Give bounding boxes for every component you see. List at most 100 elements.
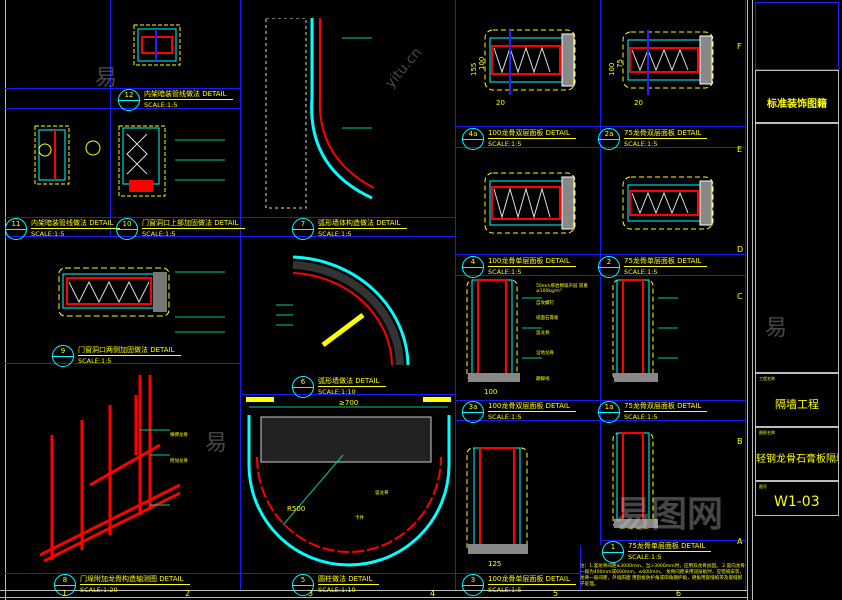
title-block-category: 标准装饰图籍 — [755, 70, 839, 123]
frame-bottom2 — [0, 597, 747, 598]
label-keel: 卡件 — [355, 516, 364, 521]
frame-right — [747, 0, 748, 600]
dim-radius: R500 — [287, 505, 305, 513]
grid-h — [455, 573, 580, 574]
label-round-stud: 竖龙骨 — [375, 491, 389, 496]
watermark: 易 — [95, 66, 118, 91]
grid-h — [600, 540, 745, 541]
dim-gap: 20 — [496, 99, 505, 107]
title-block-logo — [755, 2, 839, 70]
grid-col-1: 1 — [62, 589, 68, 598]
label-stud: 竖龙骨 — [536, 331, 550, 336]
label-cross: 横撑龙骨 — [170, 433, 188, 438]
label-gypsum: 纸面石膏板 — [536, 316, 559, 321]
detail-1-drawing — [612, 432, 658, 529]
grid-col-6: 6 — [676, 589, 682, 598]
detail-2a-drawing: 100 75 20 — [608, 30, 714, 107]
detail-3a-drawing: 100 — [466, 279, 542, 396]
grid-row-d: D — [737, 245, 744, 254]
grid-v — [240, 0, 241, 590]
frame-right-inner — [752, 0, 753, 600]
grid-h — [5, 363, 240, 364]
grid-col-5: 5 — [553, 589, 559, 598]
frame-bottom — [0, 590, 747, 591]
grid-v — [455, 0, 456, 590]
grid-v — [745, 0, 746, 590]
detail-8-drawing — [39, 375, 180, 563]
grid-h — [5, 573, 455, 574]
grid-col-3: 3 — [308, 589, 314, 598]
dim-column-width: ≥700 — [339, 399, 358, 407]
dim-core: 100 — [478, 57, 486, 70]
dim-total: 155 — [470, 63, 478, 76]
dim-core: 75 — [616, 59, 624, 68]
detail-4a-drawing: 155 100 20 — [470, 29, 576, 107]
grid-h — [5, 217, 455, 218]
dim-gap: 20 — [634, 99, 643, 107]
detail-12-drawing — [133, 24, 181, 66]
detail-6-drawing — [276, 255, 410, 366]
grid-h — [455, 275, 745, 276]
grid-h — [240, 394, 455, 395]
grid-col-4: 4 — [430, 589, 436, 598]
grid-h — [455, 254, 745, 255]
grid-row-c: C — [737, 292, 743, 301]
dim-width: 100 — [484, 388, 497, 396]
detail-9-drawing — [58, 267, 225, 333]
frame-left — [5, 0, 6, 600]
label-screw: 自攻螺钉 — [536, 301, 554, 306]
dim-width: 125 — [488, 560, 501, 568]
detail-2-drawing — [622, 176, 714, 230]
grid-v — [580, 545, 581, 590]
title-block-project: 工程名称隔墙工程 — [755, 373, 839, 427]
grid-h — [455, 147, 745, 148]
label-track: 沿地龙骨 — [536, 351, 554, 356]
detail-10-drawing — [118, 125, 225, 197]
grid-row-e: E — [737, 145, 743, 154]
watermark: 易 — [765, 316, 788, 341]
grid-h — [455, 400, 745, 401]
title-block-drawing: 图纸名称轻钢龙骨石膏板隔墙 — [755, 427, 839, 481]
watermark: 易 — [205, 431, 228, 456]
detail-11-drawing — [34, 125, 101, 185]
grid-col-2: 2 — [185, 589, 191, 598]
grid-row-b: B — [737, 437, 743, 446]
grid-h — [455, 126, 745, 127]
general-note: 注：1.竖龙骨间距≤3000mm，当>3000mm时，应用双龙骨加固。 2.竖向… — [580, 564, 745, 587]
grid-row-f: F — [737, 42, 742, 51]
watermark: yitu.cn — [382, 44, 426, 92]
grid-row-a: A — [737, 537, 743, 546]
grid-h — [5, 236, 455, 237]
watermark: 易图网 — [615, 494, 724, 535]
detail-1a-drawing — [612, 279, 678, 382]
label-insulation: 50mm厚岩棉吸声层 容重≥100kg/m³ — [536, 284, 588, 294]
dim-total: 100 — [608, 63, 616, 76]
detail-4-drawing — [484, 172, 576, 234]
grid-h — [455, 420, 745, 421]
title-block-blank — [755, 123, 839, 373]
detail-7-drawing — [265, 18, 375, 209]
grid-v — [110, 0, 111, 235]
label-base: 踢脚线 — [536, 377, 550, 382]
detail-5-drawing: ≥700 R500 — [246, 397, 451, 567]
label-reinforce: 附加龙骨 — [170, 459, 188, 464]
grid-h — [5, 88, 240, 89]
detail-3-drawing: 125 — [466, 447, 528, 568]
